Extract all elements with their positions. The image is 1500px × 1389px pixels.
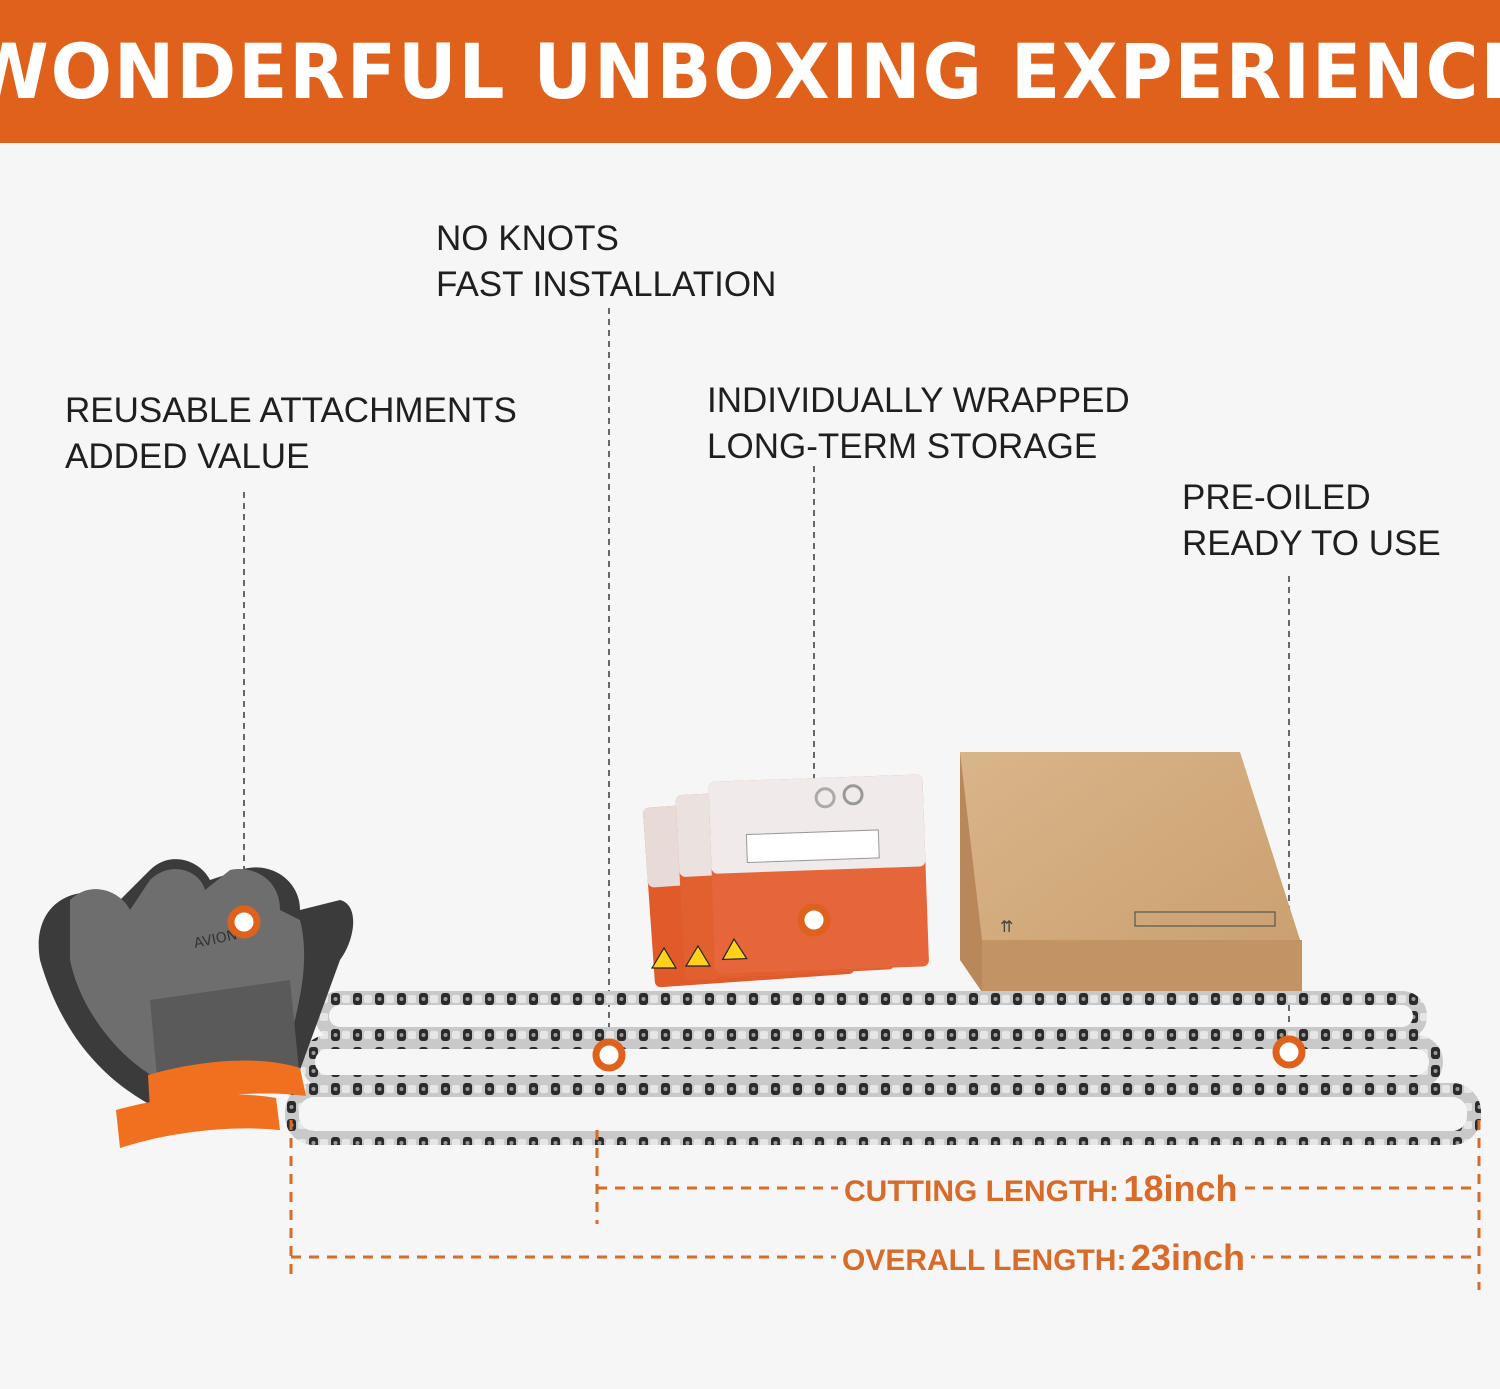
callout-no-knots: NO KNOTS FAST INSTALLATION (436, 216, 776, 308)
cutting-length-label-text: CUTTING LENGTH: (844, 1175, 1119, 1208)
saw-chains (285, 991, 1481, 1145)
callout-attachments-line2: ADDED VALUE (65, 437, 310, 476)
marker-dot-gloves (227, 905, 261, 939)
marker-dots (227, 903, 1306, 1072)
callout-no-knots-line2: FAST INSTALLATION (436, 265, 777, 304)
header-banner: WONDERFUL UNBOXING EXPERIENCE (0, 0, 1500, 143)
marker-dot-chain-oiled (1272, 1035, 1306, 1069)
callout-attachments-line1: REUSABLE ATTACHMENTS (65, 391, 517, 430)
callout-oiled-line1: PRE-OILED (1182, 478, 1371, 517)
overall-length-value: 23inch (1130, 1237, 1245, 1278)
work-gloves: AVION (38, 859, 354, 1148)
wrapped-bags (643, 774, 929, 988)
overall-length-label: OVERALL LENGTH: 23inch (836, 1237, 1251, 1279)
banner-title: WONDERFUL UNBOXING EXPERIENCE (0, 27, 1500, 116)
callout-no-knots-line1: NO KNOTS (436, 219, 619, 258)
cutting-length-label: CUTTING LENGTH: 18inch (838, 1168, 1244, 1210)
callout-oiled-line2: READY TO USE (1182, 524, 1441, 563)
marker-dot-chain-knots (592, 1038, 626, 1072)
callout-reusable-attachments: REUSABLE ATTACHMENTS ADDED VALUE (65, 388, 517, 480)
callout-individually-wrapped: INDIVIDUALLY WRAPPED LONG-TERM STORAGE (707, 378, 1130, 470)
marker-dot-bags (797, 903, 831, 937)
svg-text:⇈: ⇈ (1000, 917, 1013, 936)
callout-wrapped-line1: INDIVIDUALLY WRAPPED (707, 381, 1130, 420)
overall-length-label-text: OVERALL LENGTH: (842, 1244, 1127, 1277)
cardboard-box: ⇈ (960, 752, 1302, 992)
cutting-length-value: 18inch (1123, 1168, 1238, 1209)
callout-wrapped-line2: LONG-TERM STORAGE (707, 427, 1098, 466)
callout-pre-oiled: PRE-OILED READY TO USE (1182, 475, 1441, 567)
